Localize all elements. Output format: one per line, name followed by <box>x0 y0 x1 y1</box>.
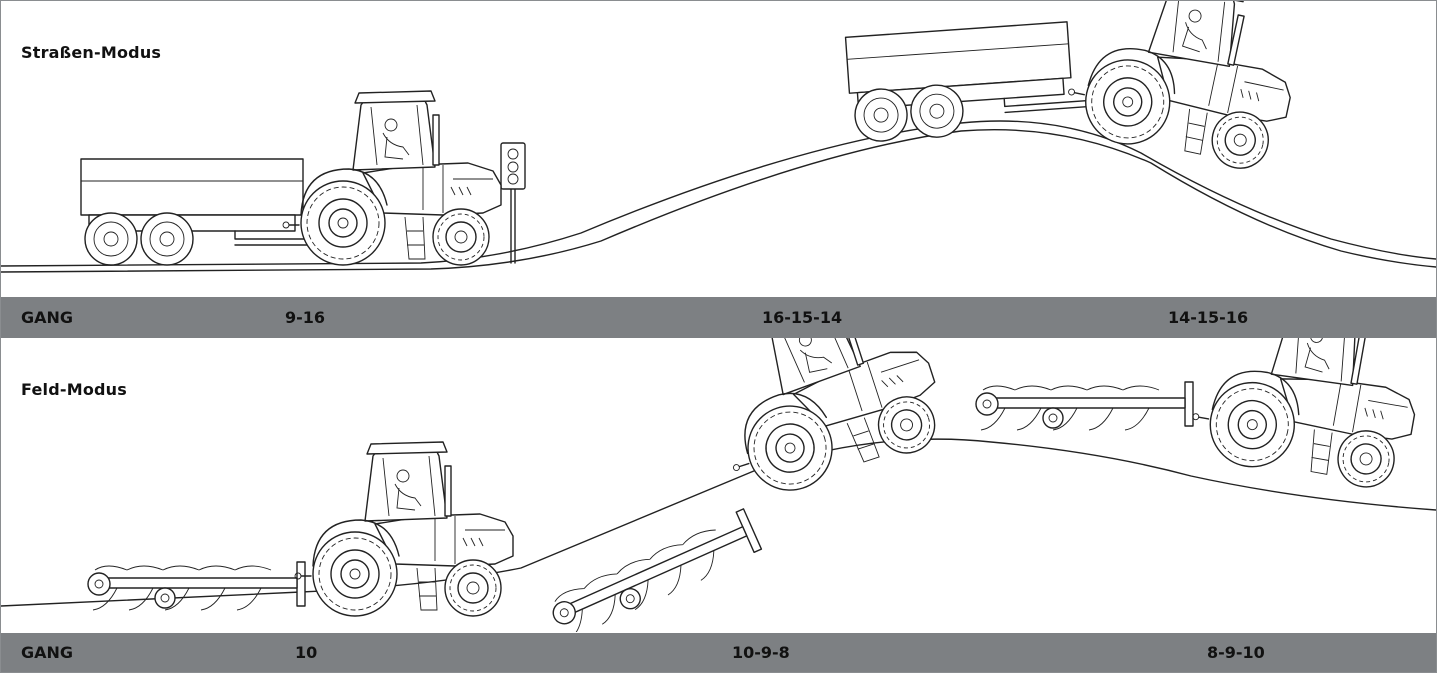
trailer-icon <box>844 18 1119 144</box>
tractor-icon <box>294 441 514 617</box>
road-gear-flat: 9-16 <box>285 308 326 327</box>
field-gear-downhill: 8-9-10 <box>1207 643 1265 662</box>
tractor-icon <box>691 338 954 508</box>
plough-icon <box>544 508 764 632</box>
road-gear-bar: GANG 9-16 16-15-14 14-15-16 <box>1 297 1436 338</box>
road-mode-panel: Straßen-Modus <box>1 1 1436 296</box>
road-gear-uphill: 16-15-14 <box>762 308 843 327</box>
road-gear-downhill: 14-15-16 <box>1168 308 1249 327</box>
plough-icon <box>975 381 1194 431</box>
field-gear-flat: 10 <box>295 643 318 662</box>
field-terrain-line <box>1 438 1436 607</box>
road-terrain-line-lower <box>1 129 1436 273</box>
tractor-icon <box>282 90 502 266</box>
road-mode-illustration <box>1 1 1436 273</box>
field-mode-title: Feld-Modus <box>21 380 127 399</box>
field-gear-bar: GANG 10 10-9-8 8-9-10 <box>1 633 1436 672</box>
field-gear-uphill: 10-9-8 <box>732 643 790 662</box>
road-terrain-line <box>1 120 1436 267</box>
field-mode-illustration <box>1 338 1436 632</box>
tractor-icon <box>1059 1 1311 177</box>
plough-icon <box>87 561 306 611</box>
road-gear-label: GANG <box>21 308 74 327</box>
field-mode-panel: Feld-Modus <box>1 338 1436 632</box>
road-mode-title: Straßen-Modus <box>21 43 162 62</box>
traffic-light-icon <box>500 142 526 264</box>
field-gear-label: GANG <box>21 643 74 662</box>
tractor-icon <box>1185 338 1432 495</box>
